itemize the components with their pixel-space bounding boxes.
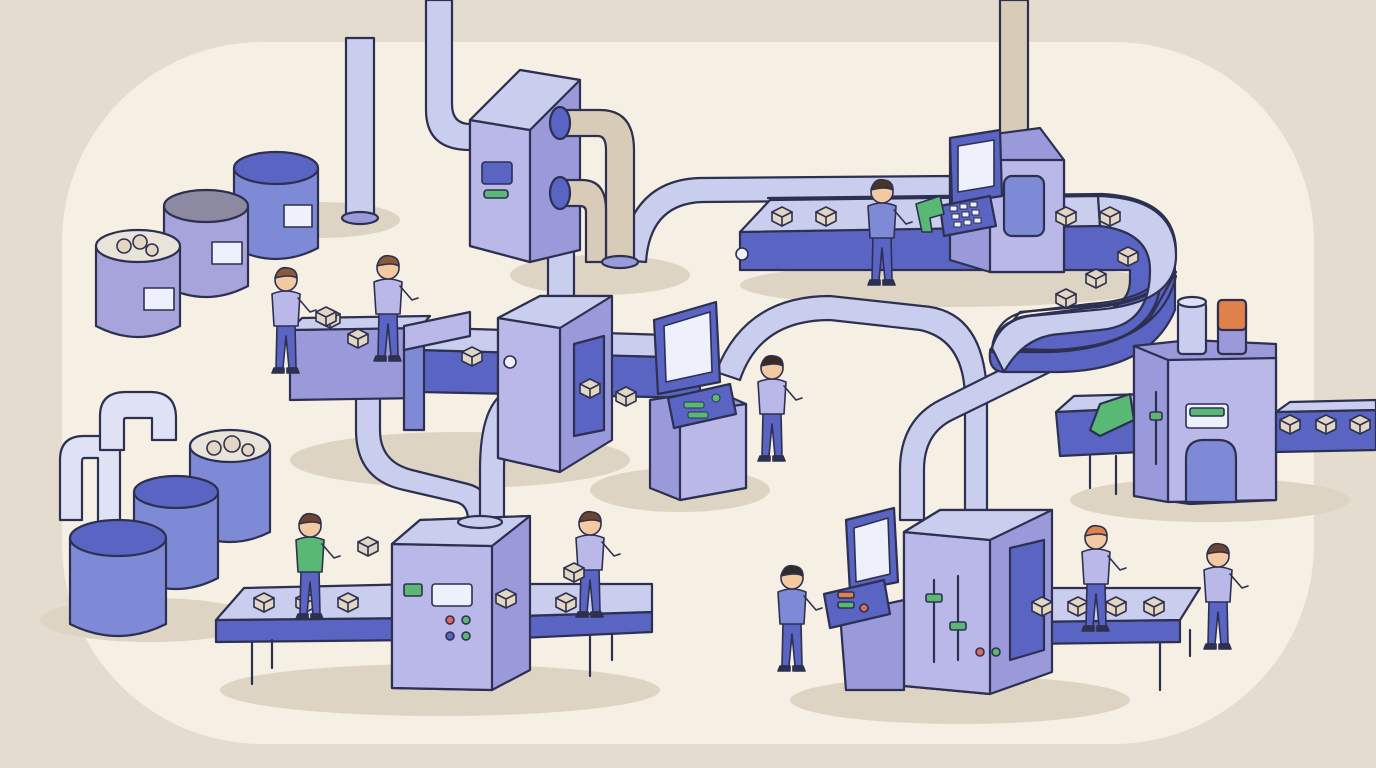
terminal-top-right bbox=[938, 126, 1066, 274]
barrel-cluster-bottom bbox=[58, 390, 272, 638]
machine-bottom-left bbox=[390, 514, 532, 692]
boiler-machine bbox=[468, 68, 640, 270]
machine-center bbox=[496, 294, 614, 474]
boxes-right bbox=[1279, 414, 1371, 435]
machine-right bbox=[1054, 295, 1376, 506]
terminal-middle bbox=[648, 300, 748, 502]
workers bbox=[271, 178, 1249, 672]
barrel-cluster-top bbox=[94, 150, 320, 339]
machine-bottom-right bbox=[822, 506, 1054, 696]
ceiling-pipes bbox=[340, 0, 1030, 226]
